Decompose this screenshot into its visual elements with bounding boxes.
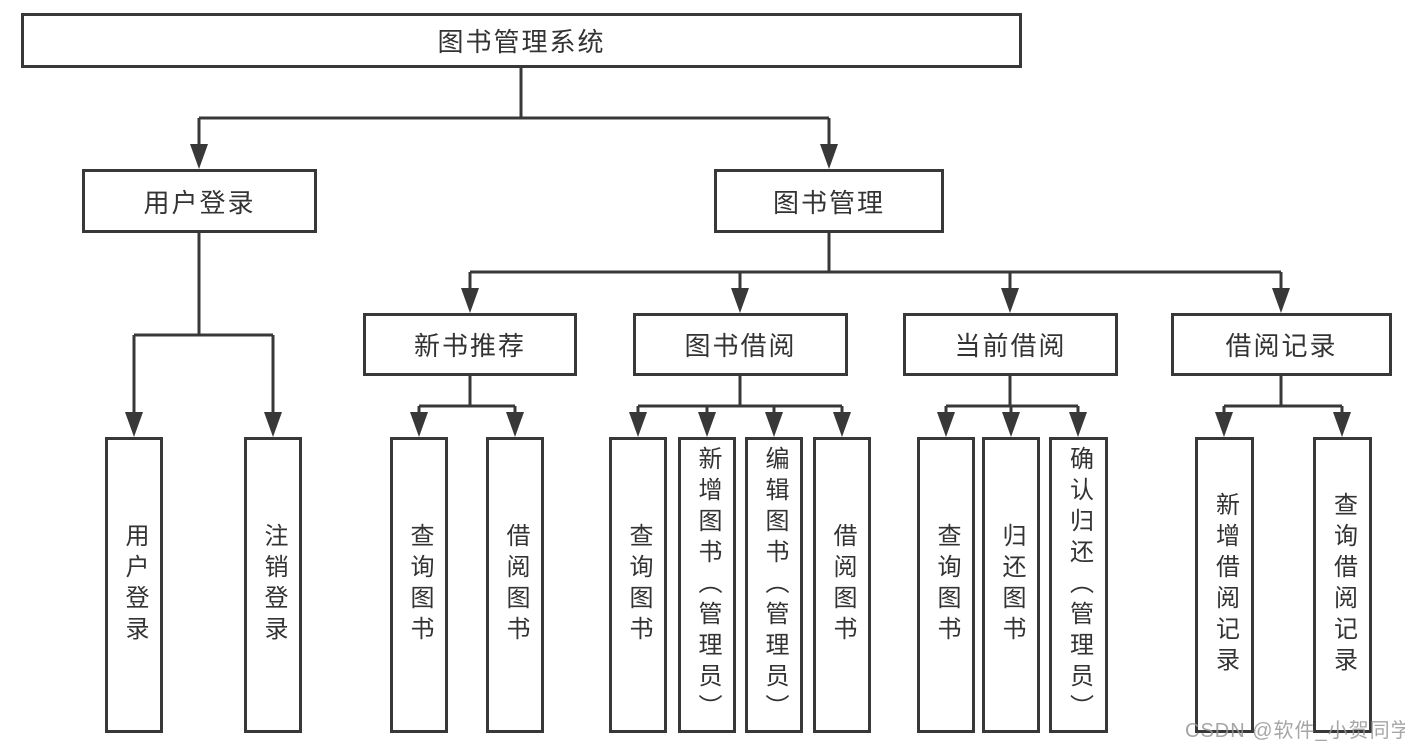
arrowhead-icon (765, 412, 783, 437)
arrowhead-icon (506, 412, 524, 437)
arrowhead-icon (629, 412, 647, 437)
arrowhead-icon (1069, 412, 1087, 437)
arrowhead-icon (698, 412, 716, 437)
arrowhead-icon (1272, 288, 1290, 313)
arrowhead-icon (833, 412, 851, 437)
node-book-management: 图书管理 (714, 169, 944, 233)
node-user-login: 用户登录 (82, 169, 317, 233)
arrowhead-icon (264, 412, 282, 437)
connector-records-to-leaves (1222, 376, 1344, 414)
arrowhead-icon (731, 288, 749, 313)
node-root: 图书管理系统 (21, 13, 1022, 68)
node-book-borrow: 图书借阅 (633, 313, 848, 376)
arrowhead-icon (1333, 412, 1351, 437)
leaf-borrow-add-books-admin: 新增图书（管理员） (678, 437, 736, 733)
leaf-newbooks-borrow-books: 借阅图书 (486, 437, 544, 733)
leaf-newbooks-query-books: 查询图书 (390, 437, 448, 733)
node-new-book-recommend: 新书推荐 (363, 313, 577, 376)
leaf-borrow-query-books: 查询图书 (609, 437, 667, 733)
leaf-records-query-record: 查询借阅记录 (1313, 437, 1372, 733)
connector-userlogin-to-leaves (132, 233, 275, 414)
leaf-records-add-record: 新增借阅记录 (1195, 437, 1254, 733)
connector-bookmgmt-to-level3 (468, 233, 1283, 290)
leaf-user-login: 用户登录 (105, 437, 163, 733)
arrowhead-icon (125, 412, 143, 437)
leaf-current-confirm-return-admin: 确认归还（管理员） (1049, 437, 1108, 733)
node-current-borrow: 当前借阅 (903, 313, 1118, 376)
arrowhead-icon (461, 288, 479, 313)
connector-newbooks-to-leaves (417, 376, 517, 414)
leaf-borrow-borrow-books: 借阅图书 (813, 437, 871, 733)
connector-root-to-level2 (197, 68, 831, 147)
leaf-borrow-edit-books-admin: 编辑图书（管理员） (745, 437, 803, 733)
node-borrow-records: 借阅记录 (1171, 313, 1392, 376)
leaf-current-query-books: 查询图书 (917, 437, 975, 733)
arrowhead-icon (410, 412, 428, 437)
leaf-logout: 注销登录 (244, 437, 302, 733)
watermark: CSDN @软件_小贺同学 (1185, 720, 1405, 742)
arrowhead-icon (190, 144, 208, 169)
connector-currentborrow-to-leaves (944, 376, 1080, 414)
arrowhead-icon (820, 144, 838, 169)
connector-bookborrow-to-leaves (636, 376, 844, 414)
arrowhead-icon (937, 412, 955, 437)
arrowhead-icon (1215, 412, 1233, 437)
arrowhead-icon (1002, 412, 1020, 437)
leaf-current-return-books: 归还图书 (982, 437, 1040, 733)
arrowhead-icon (1001, 288, 1019, 313)
